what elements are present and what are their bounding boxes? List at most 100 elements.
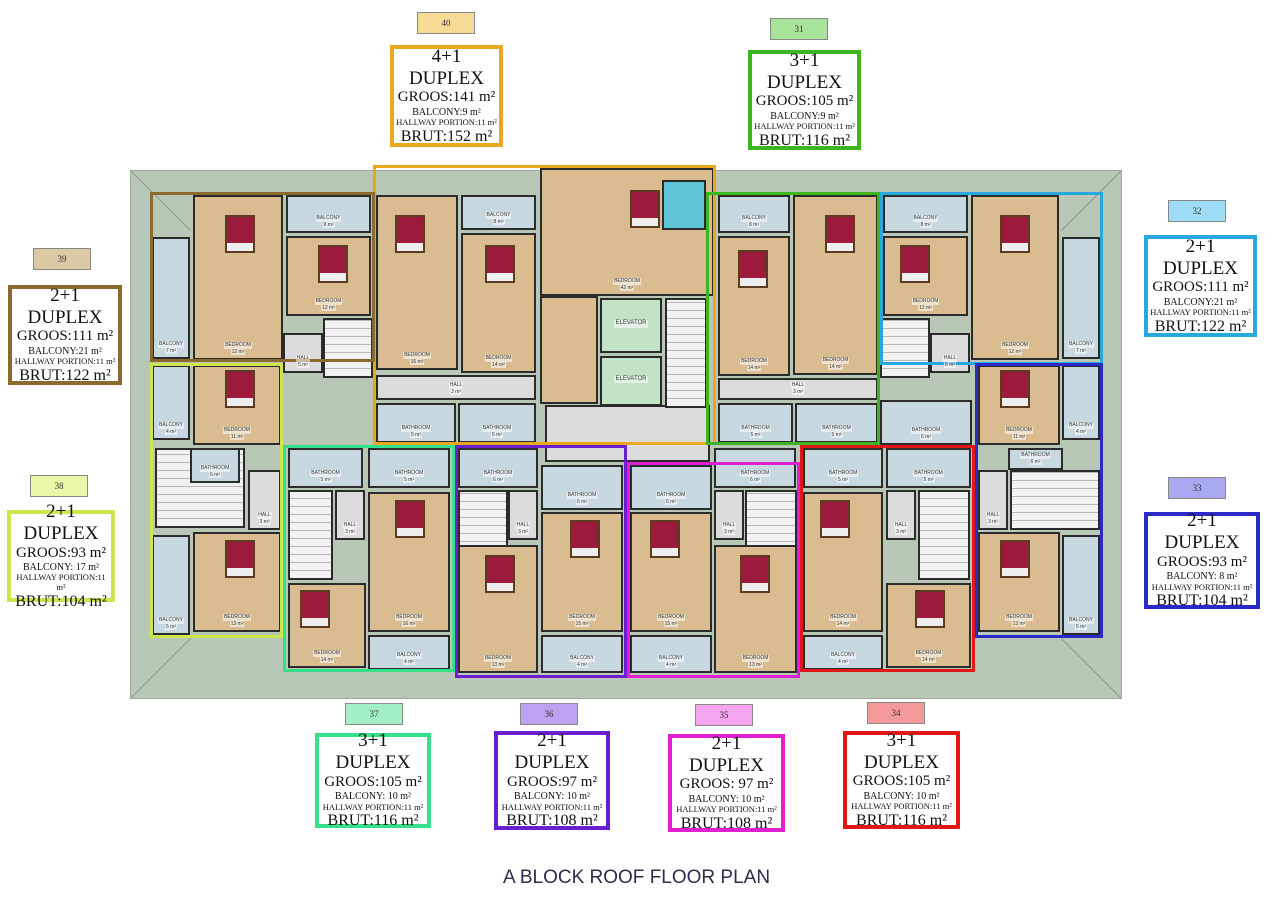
room-area: 15 m² [663, 620, 679, 627]
unit-gross-area: GROOS:105 m² [852, 773, 951, 790]
room-area: 6 m² [1029, 458, 1042, 465]
unit-brut-area: BRUT:116 m² [856, 811, 947, 829]
room-area: 7 m² [1075, 347, 1087, 354]
room-area: 12 m² [230, 348, 246, 355]
room-elevator: ELEVATOR [600, 356, 662, 406]
room-area: 12 m² [1007, 348, 1023, 355]
room-name: BEDROOM [1005, 427, 1033, 434]
unit-balcony-area: BALCONY: 10 m² [863, 790, 940, 802]
room-area: 3 m² [517, 528, 529, 535]
room-name: HALL [721, 522, 737, 529]
unit-balcony-area: BALCONY:9 m² [770, 110, 839, 122]
unit-number-tag: 38 [30, 475, 88, 497]
unit-number-tag: 34 [867, 702, 925, 724]
unit-number-tag: 40 [417, 12, 475, 34]
room-name: BATHROOM [199, 465, 231, 472]
room-name: BEDROOM [914, 650, 943, 657]
unit-hallway-portion: HALLWAY PORTION:11 m² [322, 801, 424, 812]
room-name: BATHROOM [913, 470, 944, 477]
room-name: BEDROOM [740, 358, 768, 365]
room-area: 12 m² [918, 304, 933, 311]
room-name: BEDROOM [568, 614, 596, 621]
room-area: 6 m² [665, 498, 677, 505]
room-name: HALL [515, 522, 531, 529]
room-area: 9 m² [322, 221, 335, 228]
room-name: BATHROOM [827, 470, 859, 477]
room-name: BEDROOM [484, 655, 512, 662]
room-name: BATHROOM [739, 470, 771, 477]
staircase [288, 490, 333, 580]
room-name: BALCONY [158, 341, 184, 348]
room-name: BALCONY [1068, 617, 1094, 624]
room-name: BALCONY [658, 655, 684, 662]
room-name: BEDROOM [395, 614, 423, 621]
room-name: BEDROOM [1005, 614, 1033, 621]
bed-icon [740, 555, 770, 593]
unit-type: 2+1 DUPLEX [1163, 235, 1238, 279]
room-name: BALCONY [830, 652, 856, 659]
unit-balcony-area: BALCONY: 10 m² [514, 791, 590, 803]
room-area: 5 m² [749, 431, 762, 438]
unit-hallway-portion: HALLWAY PORTION:11 m² [676, 804, 777, 815]
room-area: 6 m² [749, 476, 761, 483]
room-area: 5 m² [319, 476, 332, 483]
bed-icon [630, 190, 660, 228]
staircase [323, 318, 373, 378]
room-name: BATHROOM [310, 470, 341, 477]
room-area: 11 m² [229, 433, 245, 440]
room-area: 5 m² [944, 361, 956, 368]
room-area: 5 m² [165, 623, 177, 630]
room-name: ELEVATOR [614, 320, 648, 328]
unit-hallway-portion: HALLWAY PORTION:11 m² [501, 801, 603, 812]
room-area: 8 m² [919, 221, 932, 228]
room-name: HALL [790, 382, 806, 389]
unit-balcony-area: BALCONY:9 m² [412, 106, 481, 118]
room-name: BALCONY [485, 212, 512, 219]
unit-brut-area: BRUT:116 m² [327, 812, 419, 830]
room-name: BATHROOM [566, 492, 598, 499]
room-name: BALCONY [158, 422, 184, 429]
unit-type: 2+1 DUPLEX [689, 732, 764, 776]
unit-hallway-portion: HALLWAY PORTION:11 m² [1151, 581, 1253, 592]
jacuzzi-icon [662, 180, 706, 230]
room-name: BALCONY [396, 652, 422, 659]
room-area: 13 m² [490, 661, 506, 668]
bed-icon [915, 590, 945, 628]
plan-title: A BLOCK ROOF FLOOR PLAN [502, 867, 771, 888]
room-area: 14 m² [835, 620, 851, 627]
room-area: 11 m² [1011, 433, 1027, 440]
unit-brut-area: BRUT:104 m² [15, 592, 107, 610]
staircase [665, 298, 707, 408]
room-area: 12 m² [321, 304, 336, 311]
room-name: BEDROOM [484, 355, 513, 362]
unit-hallway-portion: HALLWAY PORTION:11 m² [754, 121, 855, 132]
room-name: BEDROOM [613, 278, 641, 285]
bed-icon [485, 555, 515, 593]
room-name: BEDROOM [741, 655, 770, 662]
room-area: 8 m² [748, 221, 760, 228]
bed-icon [395, 215, 425, 253]
room-name: BEDROOM [224, 342, 252, 349]
room-area: 3 m² [258, 518, 271, 525]
unit-gross-area: GROOS:97 m² [507, 773, 597, 790]
unit-brut-area: BRUT:122 m² [1154, 317, 1247, 335]
room-area: 4 m² [403, 658, 415, 665]
unit-brut-area: BRUT:116 m² [759, 131, 850, 149]
unit-type: 3+1 DUPLEX [864, 729, 939, 773]
room-area: 6 m² [920, 433, 932, 440]
room-name: BALCONY [741, 215, 767, 222]
